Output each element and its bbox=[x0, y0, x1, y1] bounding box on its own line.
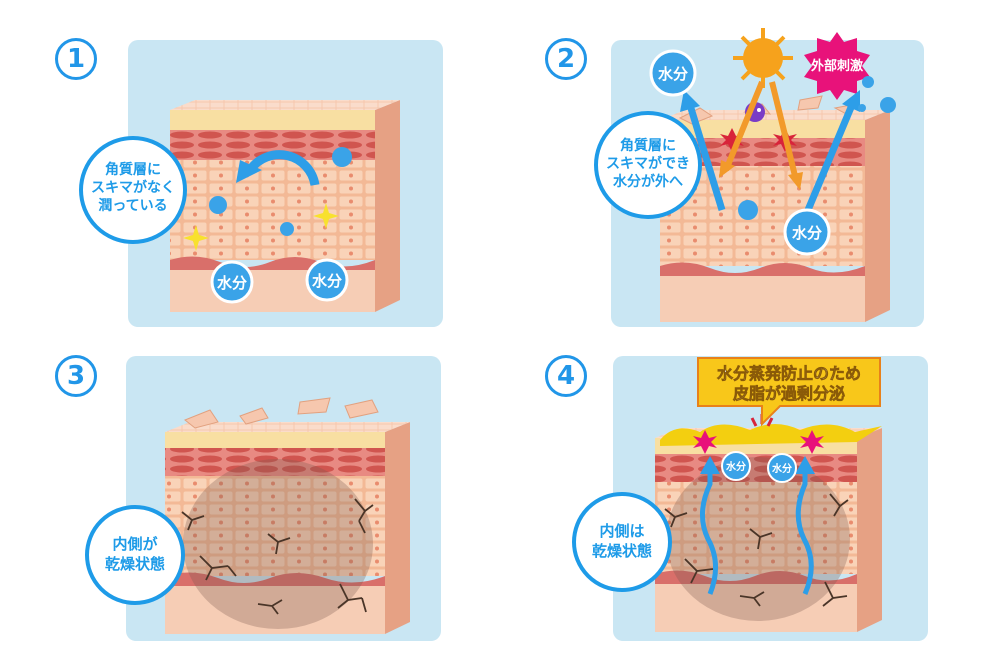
water-droplet-icon bbox=[858, 104, 866, 112]
skin-top bbox=[660, 110, 890, 120]
rising-water-arrow bbox=[795, 472, 814, 595]
epidermis-cells bbox=[655, 482, 857, 574]
stratum-corneum bbox=[165, 432, 385, 448]
basal-wave bbox=[655, 570, 857, 584]
water-droplet-icon bbox=[862, 76, 874, 88]
sparkle-icon bbox=[183, 225, 209, 251]
panel-4: 水分 水分 水分蒸発防止のため 皮脂が過剰分泌 内側は 乾燥状態 bbox=[572, 356, 928, 641]
irritation-spark-icon bbox=[693, 430, 717, 454]
skin-top bbox=[165, 422, 410, 432]
basal-wave bbox=[660, 262, 865, 276]
callout-line-2: 乾燥状態 bbox=[592, 542, 652, 560]
callout-bubble bbox=[79, 136, 187, 244]
banner-line-2: 皮脂が過剰分泌 bbox=[732, 384, 845, 403]
stratum-corneum bbox=[660, 120, 865, 138]
callout-line-1: 角質層に bbox=[105, 161, 161, 178]
water-bubble bbox=[767, 453, 797, 483]
callout-bubble bbox=[85, 505, 185, 605]
water-label: 水分 bbox=[658, 65, 688, 83]
dermis bbox=[660, 276, 865, 322]
water-label: 水分 bbox=[217, 274, 247, 292]
water-label: 水分 bbox=[771, 462, 792, 475]
sun-icon bbox=[733, 28, 793, 88]
epidermis-cells bbox=[170, 160, 375, 260]
speech-banner bbox=[697, 357, 881, 427]
panel-2-number: 2 bbox=[545, 38, 587, 80]
callout-line-2: スキマがなく bbox=[91, 179, 175, 196]
panel-1-number: 1 bbox=[55, 38, 97, 80]
skin-top bbox=[170, 100, 400, 110]
dermis bbox=[655, 584, 857, 632]
red-cells-layer bbox=[655, 454, 857, 482]
water-droplet-icon bbox=[738, 200, 758, 220]
skin-side bbox=[865, 110, 890, 322]
callout-line-3: 潤っている bbox=[98, 198, 167, 214]
circulation-arrow-icon bbox=[246, 150, 320, 186]
water-label: 水分 bbox=[312, 272, 342, 290]
panel-3: 内側が 乾燥状態 bbox=[85, 356, 441, 641]
callout-line-1: 内側が bbox=[112, 535, 158, 553]
external-stimulus-burst bbox=[804, 32, 870, 100]
skin-side bbox=[385, 422, 410, 634]
crack-icon bbox=[664, 493, 849, 607]
flake bbox=[297, 397, 331, 415]
stimulus-label: 外部刺激 bbox=[810, 58, 864, 74]
water-bubble bbox=[783, 208, 831, 256]
water-droplet-icon bbox=[280, 222, 294, 236]
callout-line-3: 水分が外へ bbox=[613, 173, 683, 190]
callout-line-1: 内側は bbox=[599, 522, 644, 540]
panel-3-number: 3 bbox=[55, 355, 97, 397]
banner-line-1: 水分蒸発防止のため bbox=[717, 364, 861, 383]
water-bubble bbox=[721, 451, 751, 481]
flake bbox=[239, 407, 269, 425]
skin-side bbox=[375, 100, 400, 312]
water-droplet-icon bbox=[209, 196, 227, 214]
epidermis-cells bbox=[165, 476, 385, 576]
callout-line-2: スキマができ bbox=[606, 155, 690, 172]
red-cells-layer bbox=[165, 448, 385, 476]
water-droplet-icon bbox=[332, 147, 352, 167]
water-label: 水分 bbox=[725, 460, 746, 473]
callout-bubble bbox=[594, 111, 702, 219]
panel-4-number: 4 bbox=[545, 355, 587, 397]
water-droplet-icon bbox=[880, 97, 896, 113]
stratum-corneum bbox=[170, 110, 375, 130]
irritation-spark-icon bbox=[720, 128, 744, 152]
water-bubble bbox=[649, 49, 697, 97]
basal-wave bbox=[165, 572, 385, 586]
callout-line-1: 角質層に bbox=[620, 137, 676, 154]
sparkle-icon bbox=[313, 203, 339, 229]
callout-line-2: 乾燥状態 bbox=[105, 555, 165, 573]
rising-water-arrow bbox=[700, 472, 718, 595]
flake bbox=[344, 399, 379, 419]
panel-2: 外部刺激 水分 水分 角質層に スキマができ 水分が外へ bbox=[594, 28, 924, 327]
skin-side bbox=[857, 428, 882, 632]
water-label: 水分 bbox=[792, 224, 822, 242]
flake bbox=[797, 95, 823, 111]
water-bubble bbox=[305, 258, 349, 302]
callout-bubble bbox=[572, 492, 672, 592]
irritation-spark-icon bbox=[800, 430, 824, 454]
flake bbox=[184, 409, 219, 429]
crack-icon bbox=[181, 498, 374, 615]
water-bubble bbox=[210, 260, 254, 304]
sebum-layer bbox=[660, 424, 882, 446]
panel-1: 水分 水分 角質層に スキマがなく 潤っている bbox=[79, 40, 443, 327]
